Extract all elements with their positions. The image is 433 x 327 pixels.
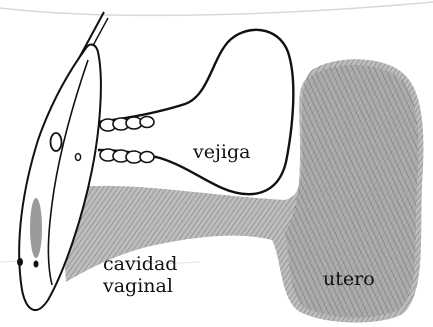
- vaginal-cavity-label-line2: vaginal: [103, 275, 177, 297]
- lower-mark-right: [34, 261, 39, 268]
- lower-mark-left: [17, 258, 23, 266]
- vaginal-cavity-label-line1: cavidad: [103, 253, 177, 275]
- background-sketch-line: [0, 2, 433, 15]
- vulva-outline: [19, 45, 101, 311]
- uterus-label: utero: [323, 268, 375, 290]
- urethral-opening-mark: [51, 133, 62, 151]
- small-opening-dot: [75, 154, 80, 161]
- urethra-beads-bottom: [100, 149, 154, 163]
- vaginal-opening-mark: [30, 198, 42, 258]
- bladder-outline: [98, 30, 293, 194]
- bladder-label: vejiga: [193, 141, 250, 163]
- vaginal-cavity-label: cavidad vaginal: [103, 253, 177, 297]
